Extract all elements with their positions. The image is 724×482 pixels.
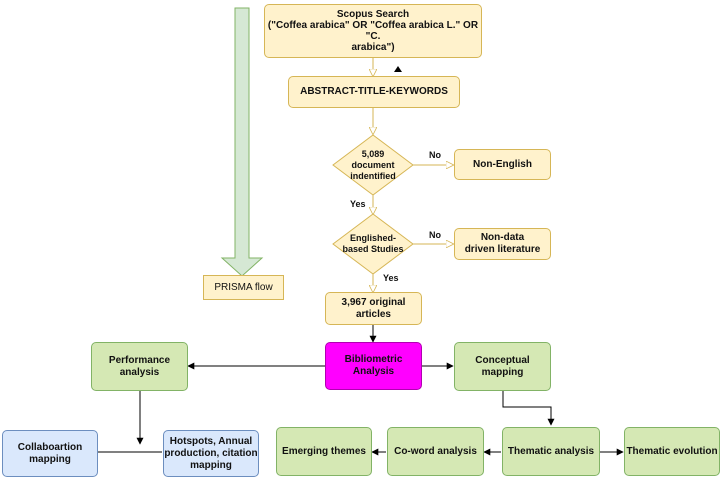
thematic-analysis-box: Thematic analysis: [502, 427, 600, 476]
edge-label-yes-1: Yes: [350, 199, 366, 209]
abstract-title-keywords-box: ABSTRACT-TITLE-KEYWORDS: [288, 76, 460, 108]
edge-label-no-2: No: [429, 230, 441, 240]
english-based-label: Englished- based Studies: [342, 233, 404, 254]
collaboration-mapping-box: Collaboartion mapping: [2, 430, 98, 477]
scopus-search-box: Scopus Search ("Coffea arabica" OR "Coff…: [264, 4, 482, 58]
prisma-flow-label: PRISMA flow: [203, 275, 284, 300]
edge-label-yes-2: Yes: [383, 273, 399, 283]
bibliometric-analysis-box: Bibliometric Analysis: [325, 342, 422, 390]
decision-diamond-english: [332, 213, 414, 275]
non-english-box: Non-English: [454, 149, 551, 180]
co-word-analysis-box: Co-word analysis: [387, 427, 484, 476]
edge-label-no-1: No: [429, 150, 441, 160]
conceptual-mapping-box: Conceptual mapping: [454, 342, 551, 391]
original-articles-box: 3,967 original articles: [325, 292, 422, 325]
small-black-arrowhead: [394, 66, 402, 72]
prisma-flow-arrow: [220, 7, 264, 277]
emerging-themes-box: Emerging themes: [276, 427, 372, 476]
connector-conceptual-thematic: [502, 391, 555, 426]
decision-diamond-identified: [332, 134, 414, 196]
hotspots-box: Hotspots, Annual production, citation ma…: [163, 430, 259, 477]
document-identified-label: 5,089 document indentified: [350, 148, 396, 181]
non-data-driven-box: Non-data driven literature: [454, 228, 551, 260]
performance-analysis-box: Performance analysis: [91, 342, 188, 391]
thematic-evolution-box: Thematic evolution: [624, 427, 720, 476]
